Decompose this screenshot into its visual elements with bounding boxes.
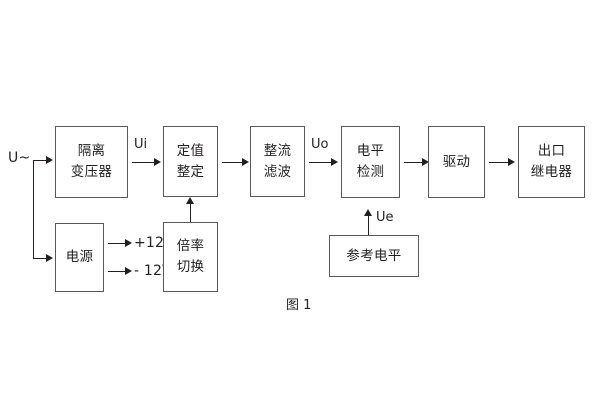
block-rectify-filter[interactable]: 整流 滤波 xyxy=(250,126,305,197)
signal-label-uo: Uo xyxy=(311,137,329,152)
transformer-to-setting-arrow xyxy=(154,158,161,166)
drive-to-relay-arrow xyxy=(508,158,515,166)
block-output-relay[interactable]: 出口 继电器 xyxy=(518,126,585,198)
block-level-detect[interactable]: 电平 检测 xyxy=(341,126,400,198)
block-output-relay-line-1: 出口 xyxy=(537,143,566,160)
multiplier-to-setting-arrow xyxy=(186,197,194,204)
drive-to-relay-line xyxy=(489,162,512,163)
setting-to-rectify-arrow xyxy=(242,158,249,166)
block-level-detect-line-2: 检测 xyxy=(356,164,385,180)
block-drive[interactable]: 驱动 xyxy=(428,126,485,198)
rectify-to-detect-line xyxy=(309,162,334,163)
block-power-supply[interactable]: 电源 xyxy=(55,223,104,292)
block-setting-value[interactable]: 定值 整定 xyxy=(163,126,218,197)
reference-to-detect-arrow xyxy=(364,209,372,216)
rectify-to-detect-arrow xyxy=(331,158,338,166)
block-setting-value-line-1: 定值 xyxy=(176,142,205,159)
rail-negative-line xyxy=(108,271,128,272)
block-isolation-transformer-line-2: 变压器 xyxy=(70,164,113,180)
block-level-detect-line-1: 电平 xyxy=(356,143,385,160)
source-to-power-line xyxy=(33,258,48,259)
block-isolation-transformer-line-1: 隔离 xyxy=(77,143,106,160)
reference-to-detect-line xyxy=(368,214,369,235)
multiplier-to-setting-line xyxy=(190,201,191,222)
block-setting-value-line-2: 整定 xyxy=(176,163,205,180)
source-to-transformer-line xyxy=(33,160,48,161)
setting-to-rectify-line xyxy=(222,162,244,163)
source-to-power-arrow xyxy=(46,254,53,262)
source-to-transformer-arrow xyxy=(46,156,53,164)
block-multiplier-switch-line-1: 倍率 xyxy=(176,238,205,255)
rail-negative-arrow xyxy=(125,267,132,275)
block-drive-line-1: 驱动 xyxy=(442,153,471,170)
transformer-to-setting-line xyxy=(132,162,156,163)
signal-label-ui: Ui xyxy=(134,137,148,152)
signal-label-ue: Ue xyxy=(376,210,394,225)
block-output-relay-line-2: 继电器 xyxy=(530,164,573,180)
rail-positive-line xyxy=(108,243,128,244)
block-isolation-transformer[interactable]: 隔离 变压器 xyxy=(55,126,128,198)
source-trunk-line xyxy=(33,160,34,259)
rail-negative-label: - 12V xyxy=(134,263,172,279)
detect-to-drive-line xyxy=(404,162,426,163)
block-reference-level-line-1: 参考电平 xyxy=(346,247,402,264)
block-power-supply-line-1: 电源 xyxy=(65,249,94,266)
block-reference-level[interactable]: 参考电平 xyxy=(329,235,419,277)
block-multiplier-switch-line-2: 切换 xyxy=(176,259,205,275)
source-label-u-ac: U~ xyxy=(8,150,31,166)
block-multiplier-switch[interactable]: 倍率 切换 xyxy=(163,222,218,292)
block-rectify-filter-line-1: 整流 xyxy=(263,142,292,159)
rail-positive-arrow xyxy=(125,239,132,247)
block-rectify-filter-line-2: 滤波 xyxy=(263,163,292,180)
figure-caption: 图 1 xyxy=(286,298,312,313)
detect-to-drive-arrow xyxy=(422,158,429,166)
